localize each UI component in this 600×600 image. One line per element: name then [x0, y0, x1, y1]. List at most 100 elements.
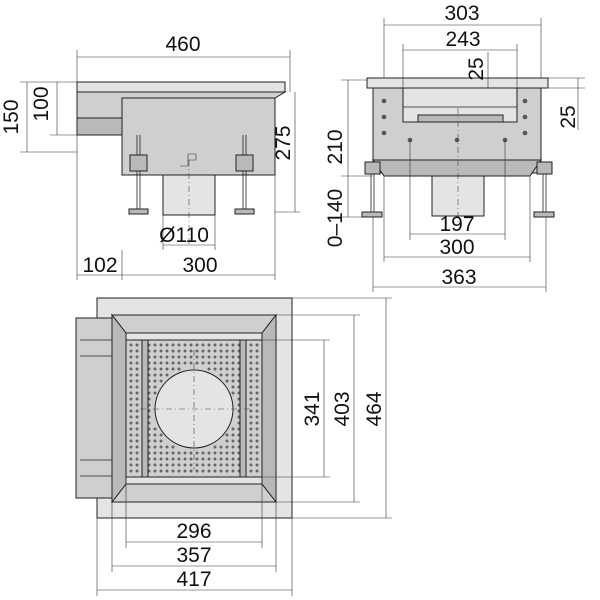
- dim-side-102: 102: [82, 254, 117, 277]
- perforation-hole: [189, 469, 193, 473]
- side-leg-right: [234, 135, 255, 215]
- perforation-hole: [177, 463, 181, 467]
- perforation-hole: [219, 367, 223, 371]
- perforation-hole: [159, 379, 163, 383]
- perforation-hole: [135, 415, 139, 419]
- perforation-hole: [165, 469, 169, 473]
- perforation-hole: [129, 379, 133, 383]
- perforation-hole: [255, 373, 259, 377]
- perforation-hole: [255, 409, 259, 413]
- perforation-hole: [219, 343, 223, 347]
- top-bevel-bottom: [110, 483, 278, 503]
- perforation-hole: [249, 445, 253, 449]
- dim-front-197: 197: [439, 213, 474, 236]
- perforation-hole: [225, 451, 229, 455]
- perforation-hole: [159, 439, 163, 443]
- perforation-hole: [213, 469, 217, 473]
- perforation-hole: [129, 469, 133, 473]
- perforation-hole: [249, 343, 253, 347]
- perforation-hole: [153, 451, 157, 455]
- front-view: 303 243 25 25 210 0–140 197 300: [324, 2, 585, 292]
- perforation-hole: [171, 451, 175, 455]
- perforation-hole: [207, 349, 211, 353]
- perforation-hole: [159, 343, 163, 347]
- perforation-hole: [249, 451, 253, 455]
- perforation-hole: [135, 385, 139, 389]
- perforation-hole: [207, 343, 211, 347]
- perforation-hole: [231, 445, 235, 449]
- perforation-hole: [153, 373, 157, 377]
- perforation-hole: [225, 367, 229, 371]
- perforation-hole: [219, 445, 223, 449]
- dim-side-pipe-diameter: Ø110: [159, 224, 209, 247]
- perforation-hole: [219, 451, 223, 455]
- perforation-hole: [129, 349, 133, 353]
- perforation-hole: [255, 445, 259, 449]
- perforation-hole: [219, 373, 223, 377]
- perforation-hole: [255, 421, 259, 425]
- top-bevel-right: [261, 313, 277, 504]
- perforation-hole: [255, 451, 259, 455]
- perforation-hole: [195, 343, 199, 347]
- perforation-hole: [135, 373, 139, 377]
- front-grate-edge: [417, 114, 504, 123]
- perforation-hole: [129, 433, 133, 437]
- perforation-hole: [249, 385, 253, 389]
- perforation-hole: [249, 391, 253, 395]
- perforation-hole: [225, 361, 229, 365]
- perforation-hole: [177, 355, 181, 359]
- perforation-hole: [153, 463, 157, 467]
- perforation-hole: [153, 427, 157, 431]
- top-grate-bar-left: [141, 339, 149, 478]
- perforation-hole: [207, 361, 211, 365]
- perforation-hole: [183, 463, 187, 467]
- perforation-hole: [135, 397, 139, 401]
- perforation-hole: [249, 397, 253, 401]
- perforation-hole: [153, 349, 157, 353]
- perforation-hole: [231, 427, 235, 431]
- perforation-hole: [207, 355, 211, 359]
- perforation-hole: [225, 343, 229, 347]
- perforation-hole: [135, 469, 139, 473]
- dim-front-300: 300: [439, 236, 474, 259]
- perforation-hole: [129, 385, 133, 389]
- perforation-hole: [255, 343, 259, 347]
- perforation-hole: [213, 367, 217, 371]
- perforation-hole: [255, 379, 259, 383]
- perforation-hole: [249, 379, 253, 383]
- dim-front-210: 210: [324, 129, 347, 164]
- perforation-hole: [219, 469, 223, 473]
- perforation-hole: [231, 451, 235, 455]
- perforation-hole: [153, 439, 157, 443]
- perforation-hole: [189, 457, 193, 461]
- perforation-hole: [249, 463, 253, 467]
- perforation-hole: [231, 391, 235, 395]
- perforation-hole: [129, 415, 133, 419]
- perforation-hole: [129, 409, 133, 413]
- perforation-hole: [225, 469, 229, 473]
- dim-top-341: 341: [301, 391, 324, 426]
- perforation-hole: [213, 361, 217, 365]
- perforation-hole: [207, 367, 211, 371]
- perforation-hole: [129, 367, 133, 371]
- perforation-hole: [153, 379, 157, 383]
- perforation-hole: [255, 355, 259, 359]
- side-flange: [76, 81, 286, 93]
- perforation-hole: [165, 355, 169, 359]
- perforation-hole: [225, 433, 229, 437]
- perforation-hole: [171, 349, 175, 353]
- perforation-hole: [255, 361, 259, 365]
- perforation-hole: [135, 433, 139, 437]
- perforation-hole: [225, 355, 229, 359]
- perforation-hole: [249, 427, 253, 431]
- perforation-hole: [153, 445, 157, 449]
- perforation-hole: [171, 355, 175, 359]
- perforation-hole: [159, 445, 163, 449]
- perforation-hole: [255, 439, 259, 443]
- perforation-hole: [255, 427, 259, 431]
- perforation-hole: [129, 451, 133, 455]
- perforation-hole: [213, 445, 217, 449]
- perforation-hole: [171, 361, 175, 365]
- perforation-hole: [129, 439, 133, 443]
